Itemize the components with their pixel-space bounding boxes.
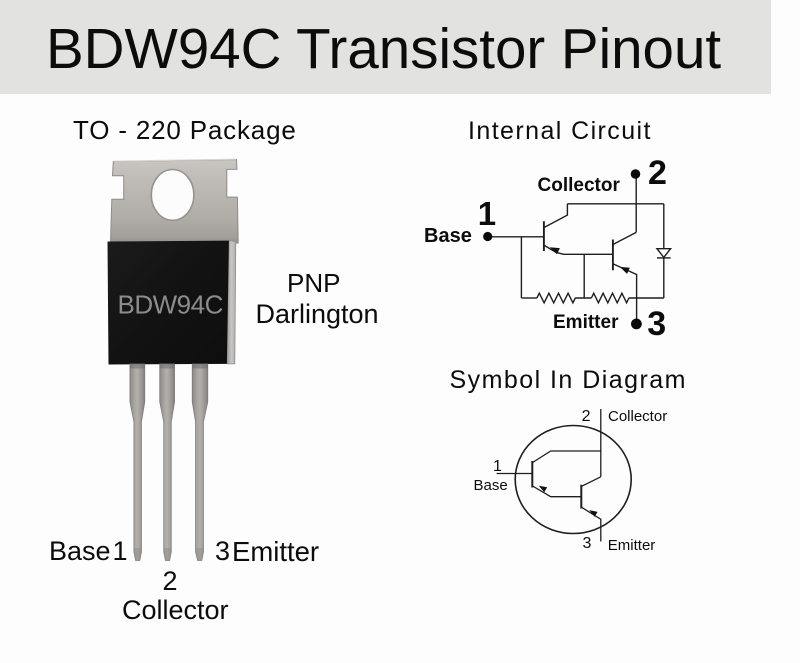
svg-text:BDW94C: BDW94C: [118, 290, 223, 320]
